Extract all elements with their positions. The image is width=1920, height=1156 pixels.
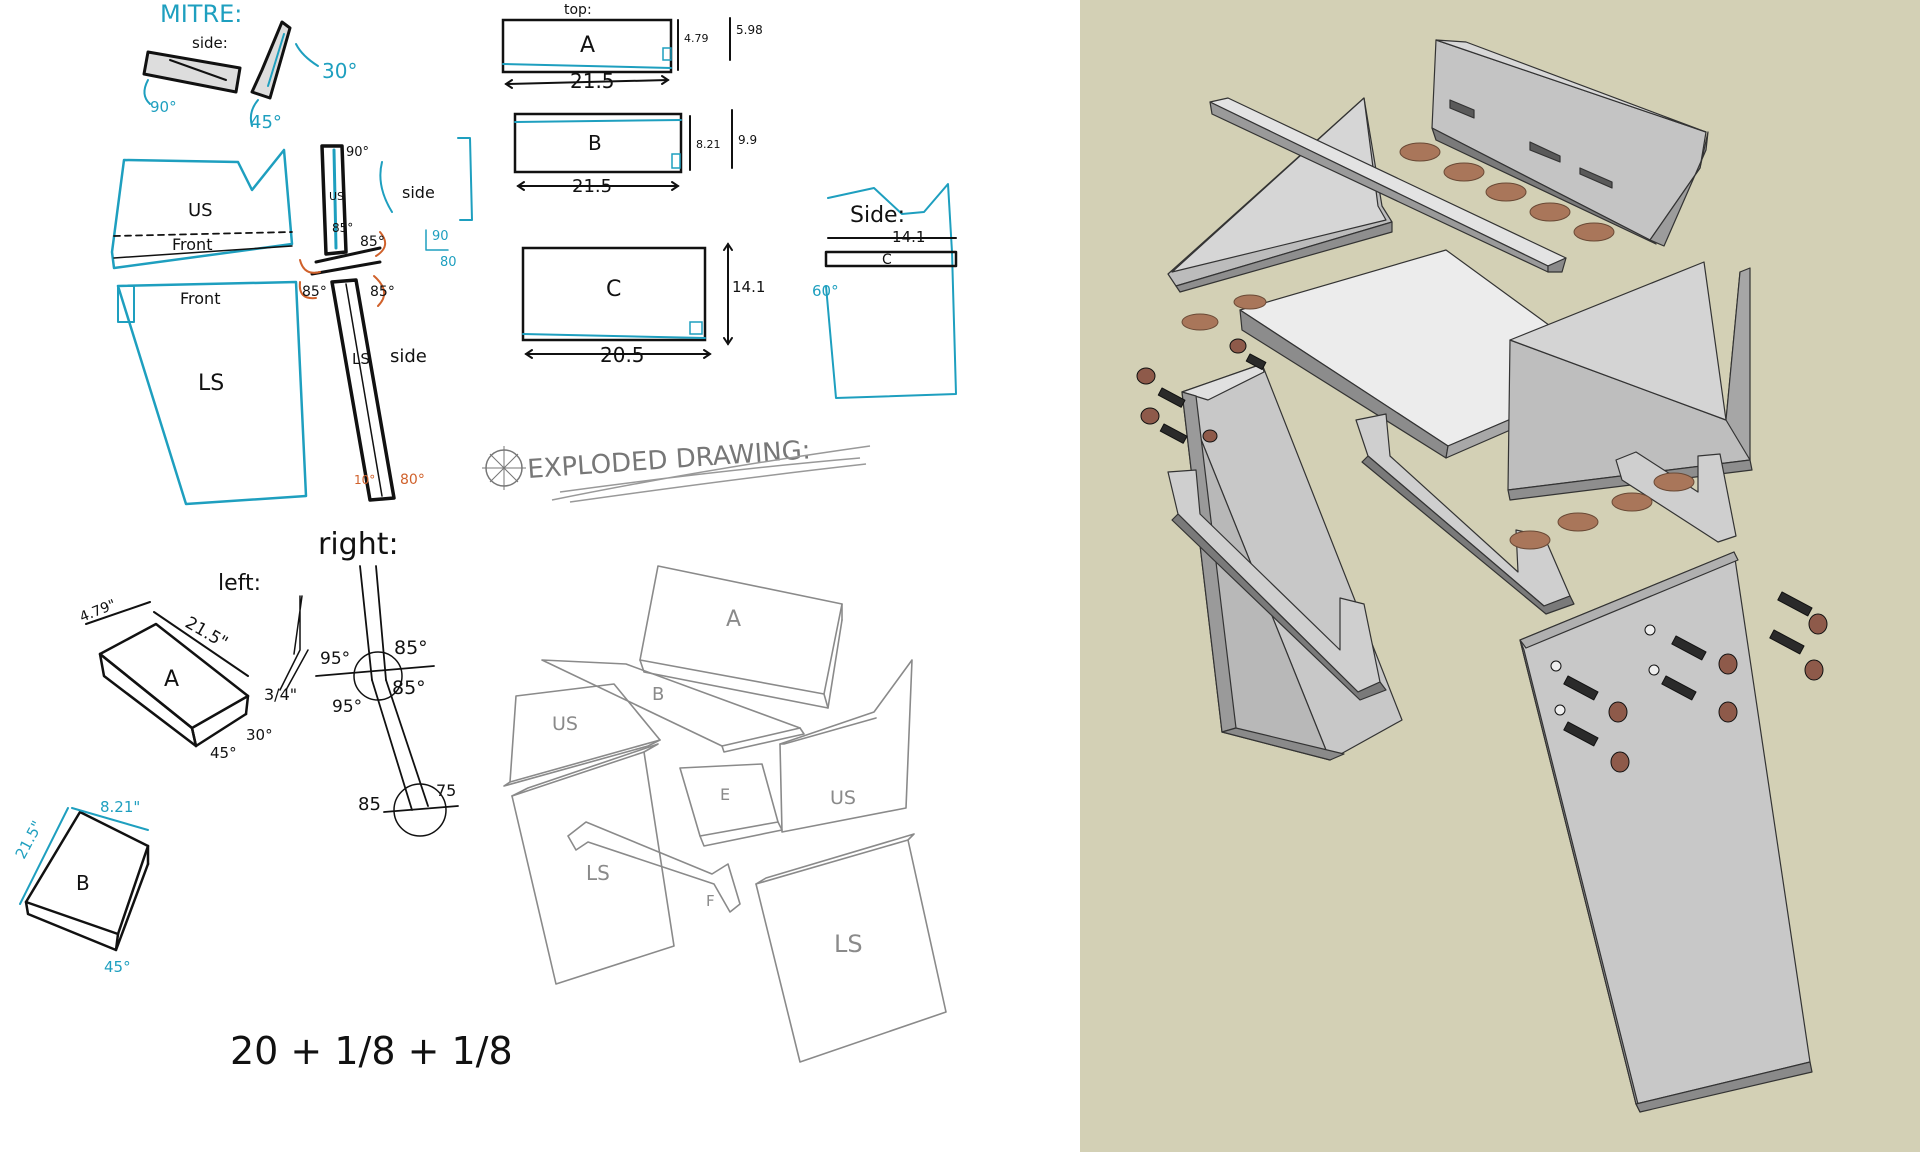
side-c-width: 14.1 <box>892 228 925 246</box>
side-angle-85a: 85° <box>360 234 385 250</box>
side-frac-top: 90 <box>432 229 449 244</box>
right-label: right: <box>318 527 399 562</box>
pencil-b-label: B <box>652 684 664 705</box>
side-c-sketch: Side: 14.1 C 60° <box>812 183 958 399</box>
pencil-exploded-sketch: A B US LS E F US LS <box>503 565 947 1063</box>
pencil-f-label: F <box>706 892 715 910</box>
side-upper-label: side <box>402 183 435 202</box>
piece-a-outer-height: 5.98 <box>736 23 763 37</box>
right-angle-95b: 95° <box>332 697 362 717</box>
piece-c-sketch: C 20.5 14.1 <box>521 242 765 367</box>
mitre-side-label: side: <box>192 34 228 52</box>
piece-a-inner-height: 4.79 <box>684 32 709 45</box>
piece-c-width: 20.5 <box>600 343 645 367</box>
side-c-heading: Side: <box>850 203 905 228</box>
piece-a-width: 21.5 <box>570 69 615 93</box>
side-c-angle: 60° <box>812 282 839 300</box>
left-label: left: <box>218 571 261 596</box>
render-left-bolts <box>1136 338 1267 444</box>
side-frac-bottom: 80 <box>440 255 457 270</box>
render-left-bracket <box>1167 469 1387 701</box>
piece-c-label: C <box>606 277 621 302</box>
mitre-angle-30: 30° <box>322 59 357 83</box>
angle-diagram-sketch: right: 95° 85° 95° 85° 85 75 <box>315 527 459 837</box>
pencil-us-left-label: US <box>552 713 578 735</box>
iso-a-label: A <box>164 667 179 692</box>
front-us-label: US <box>188 200 213 221</box>
formula-note: 20 + 1/8 + 1/8 <box>230 1029 513 1073</box>
iso-a-angle-45: 45° <box>210 744 237 762</box>
iso-b-dim-2: 8.21" <box>100 798 140 816</box>
right-angle-85b: 85° <box>392 677 426 699</box>
side-c-label: C <box>882 252 892 268</box>
side-ls-label: LS <box>352 350 370 368</box>
render-back-box <box>1431 39 1709 247</box>
side-view-sketch: US 90° 85° 85° 85° 85° LS 10° 80° side s… <box>298 137 473 502</box>
piece-a-label: A <box>580 33 595 58</box>
mitre-angle-90: 90° <box>150 98 177 116</box>
right-angle-85c: 85 <box>358 794 381 815</box>
iso-a-dim-3: 3/4" <box>264 685 297 704</box>
front-bottom-label: Front <box>180 289 220 308</box>
side-top-angle: 90° <box>346 145 369 160</box>
piece-a-sketch: top: A 21.5 4.79 5.98 <box>501 2 763 93</box>
render-top-strip <box>1209 97 1567 273</box>
side-us-label: US <box>329 190 344 203</box>
render-right-bracket <box>1615 451 1737 543</box>
sketch-paper <box>0 0 1080 1152</box>
right-angle-75: 75 <box>436 781 456 800</box>
front-ls-label: LS <box>198 371 224 396</box>
mitre-title: MITRE: <box>160 0 242 28</box>
render-bolts <box>1550 591 1828 773</box>
iso-b-label: B <box>76 871 90 895</box>
piece-b-width: 21.5 <box>572 176 612 197</box>
iso-a-angle-30: 30° <box>246 726 273 744</box>
piece-c-height: 14.1 <box>732 278 765 296</box>
piece-b-inner-height: 8.21 <box>696 138 721 151</box>
right-angle-85a: 85° <box>394 637 428 659</box>
side-angle-80: 80° <box>400 472 425 488</box>
side-angle-85b: 85° <box>302 284 327 300</box>
render-dowels-middle <box>1181 294 1267 331</box>
right-angle-95: 95° <box>320 649 350 669</box>
pencil-e-label: E <box>720 785 730 804</box>
front-top-label: Front <box>172 235 212 254</box>
iso-b-angle: 45° <box>104 958 131 976</box>
mitre-angle-45: 45° <box>250 112 282 133</box>
piece-b-outer-height: 9.9 <box>738 133 757 147</box>
piece-b-label: B <box>588 131 602 155</box>
piece-b-sketch: B 21.5 8.21 9.9 <box>513 109 757 197</box>
pencil-ls-right-label: LS <box>834 930 863 958</box>
side-lower-label: side <box>390 346 427 367</box>
side-angle-85d: 85° <box>332 221 353 235</box>
render-upper-shelf-left <box>1167 97 1393 293</box>
side-angle-10: 10° <box>354 473 375 487</box>
front-view-sketch: US Front Front LS <box>110 148 308 506</box>
render-3d <box>1136 39 1828 1113</box>
piece-a-heading: top: <box>564 2 592 18</box>
side-angle-85c: 85° <box>370 284 395 300</box>
pencil-a-label: A <box>726 607 741 632</box>
render-dowels-lower <box>1509 472 1695 550</box>
pencil-us-right-label: US <box>830 787 856 809</box>
pencil-ls-left-label: LS <box>586 861 610 885</box>
render-dowels-top <box>1399 142 1615 242</box>
mitre-sketch: MITRE: side: 90° 45° 30° <box>142 0 357 133</box>
